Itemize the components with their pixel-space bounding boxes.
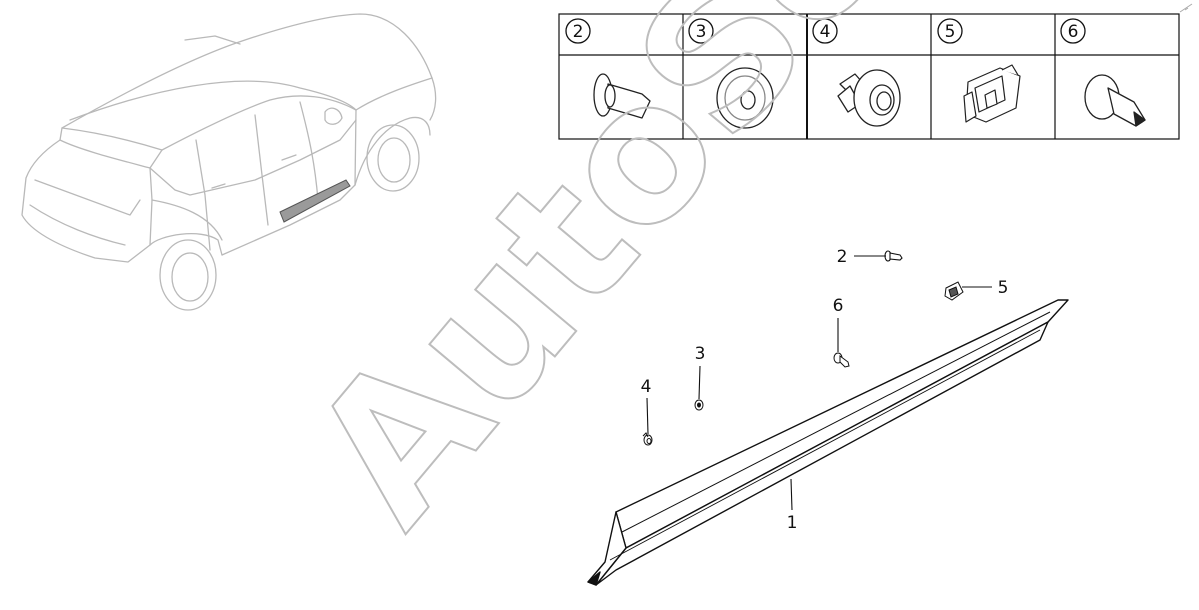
corner-mark-icon (1179, 3, 1193, 13)
push-clip-part (642, 432, 653, 446)
watermark: AutoSoft (269, 0, 1047, 565)
callout-6: 6 (833, 296, 844, 316)
leader-lines (646, 255, 992, 511)
bolt-icon (593, 73, 651, 119)
cell-number: 2 (573, 22, 584, 42)
plastic-rivet-icon (1084, 74, 1146, 127)
table-cell-3: 3 (688, 18, 714, 44)
washer-part (694, 399, 704, 411)
callout-5: 5 (998, 278, 1009, 298)
watermark-text: AutoSoft (270, 0, 1046, 564)
table-cell-6: 6 (1060, 18, 1086, 44)
cell-number: 4 (820, 22, 831, 42)
cell-number: 6 (1068, 22, 1079, 42)
cell-number: 5 (945, 22, 956, 42)
cell-number: 3 (696, 22, 707, 42)
bolt-part (884, 250, 903, 262)
callout-2: 2 (837, 247, 848, 267)
table-cell-5: 5 (937, 18, 963, 44)
side-sill-moulding (587, 299, 1069, 586)
table-cell-4: 4 (812, 18, 838, 44)
plastic-rivet-part (833, 352, 850, 368)
parts-table (558, 13, 1180, 140)
callout-3: 3 (695, 344, 706, 364)
callout-4: 4 (641, 377, 652, 397)
push-clip-icon (837, 69, 901, 127)
metal-clip-part (944, 281, 964, 301)
metal-clip-icon (963, 64, 1021, 123)
callout-1: 1 (787, 513, 798, 533)
sill-highlight (279, 179, 351, 223)
vehicle-overview (21, 13, 437, 311)
washer-icon (716, 67, 774, 129)
table-cell-2: 2 (565, 18, 591, 44)
